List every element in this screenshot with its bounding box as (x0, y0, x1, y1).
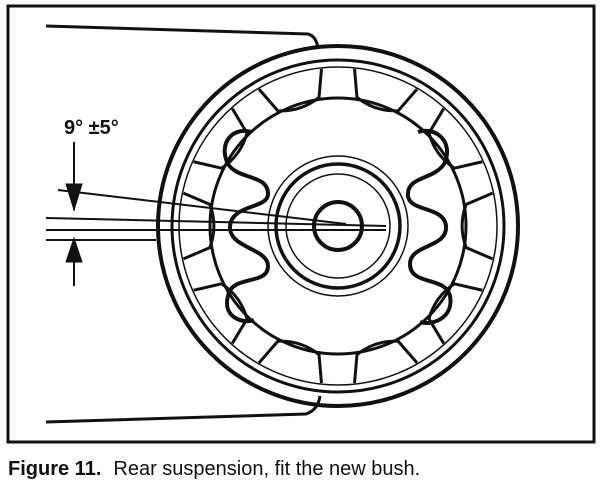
caption-text: Rear suspension, fit the new bush. (113, 458, 421, 480)
caption-label: Figure 11. (8, 458, 102, 480)
figure-frame: 9° ±5° (6, 4, 596, 444)
rubber-segment (257, 339, 323, 384)
bush-third-ring (178, 66, 498, 386)
rubber-segment (353, 339, 419, 384)
sleeve-outer (267, 155, 409, 297)
rubber-segment (193, 282, 249, 345)
bush-second-ring (170, 58, 506, 394)
angle-dimension (65, 142, 83, 286)
sleeve-mid (274, 162, 402, 290)
diagram-border (6, 4, 596, 444)
rubber-segment (427, 282, 483, 345)
right-void (405, 128, 453, 325)
bush-diagram: 9° ±5° (6, 4, 596, 444)
angle-label: 9° ±5° (64, 117, 119, 139)
rubber-segment (353, 68, 419, 113)
bush-outer-ring (156, 44, 520, 408)
reference-lines (45, 189, 387, 241)
rubber-segment (460, 191, 494, 261)
bush-carrier-ring (208, 96, 468, 356)
rubber-segment (193, 107, 249, 170)
rubber-segment (427, 107, 483, 170)
rubber-segments (182, 68, 494, 384)
rubber-segment (257, 68, 323, 113)
sleeve-inner (285, 173, 391, 279)
figure-caption: Figure 11. Rear suspension, fit the new b… (8, 458, 600, 481)
rubber-segment (182, 191, 216, 261)
left-void (222, 128, 271, 324)
